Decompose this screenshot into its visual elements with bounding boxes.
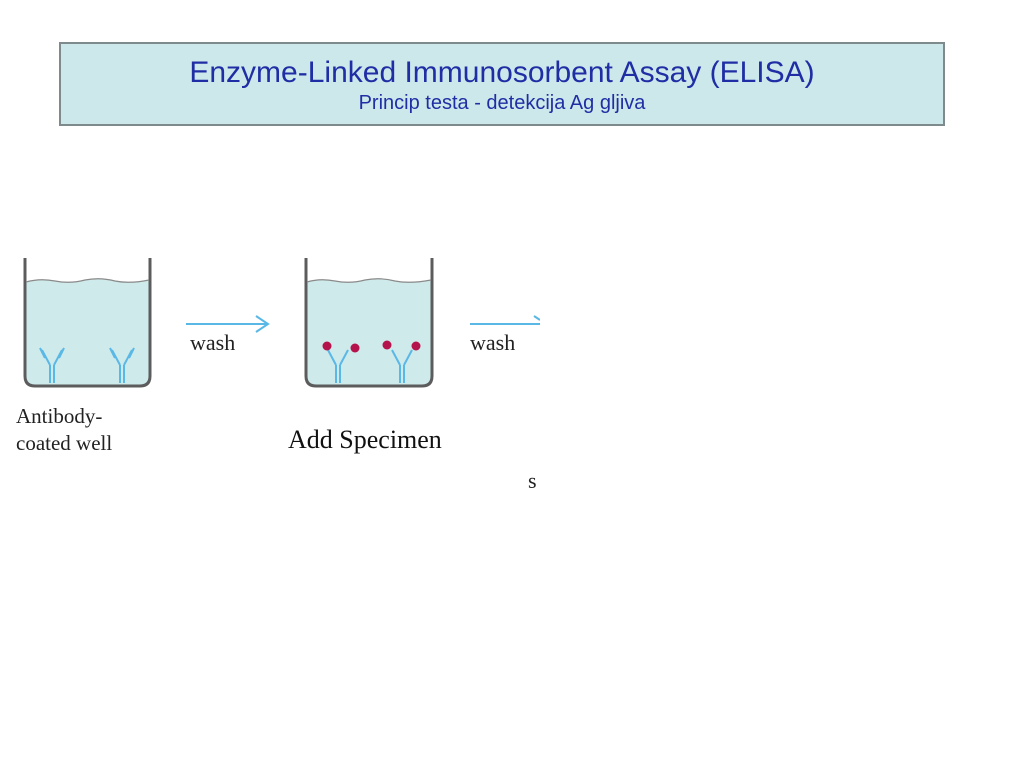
antibody-icon	[391, 349, 413, 383]
antigen-icon	[411, 341, 421, 351]
wash-arrow-1	[186, 315, 270, 333]
antibody-icon	[39, 347, 65, 383]
wash-label-1: wash	[190, 330, 236, 355]
title-box: Enzyme-Linked Immunosorbent Assay (ELISA…	[59, 42, 945, 126]
well-1-label-line1: Antibody-	[16, 404, 103, 428]
well-2	[304, 258, 434, 388]
antigen-icon	[350, 343, 360, 353]
well-1-label: Antibody- coated well	[16, 403, 112, 457]
well-1-label-line2: coated well	[16, 431, 113, 455]
well-1	[23, 258, 152, 388]
diagram-graphics	[23, 258, 540, 388]
slide-subtitle: Princip testa - detekcija Ag gljiva	[358, 92, 646, 114]
elisa-diagram: wash wash Antibody- coated well Add Spec…	[0, 240, 540, 520]
add-specimen-label: Add Specimen	[288, 425, 442, 454]
wash-label-2: wash	[470, 330, 516, 355]
wash-arrow-2	[470, 315, 540, 325]
cut-off-text: s	[528, 468, 537, 493]
antibody-icon	[327, 349, 349, 383]
antibody-icon	[109, 347, 135, 383]
slide-title: Enzyme-Linked Immunosorbent Assay (ELISA…	[189, 56, 815, 89]
antigen-icon	[382, 340, 392, 350]
antigen-icon	[322, 341, 332, 351]
